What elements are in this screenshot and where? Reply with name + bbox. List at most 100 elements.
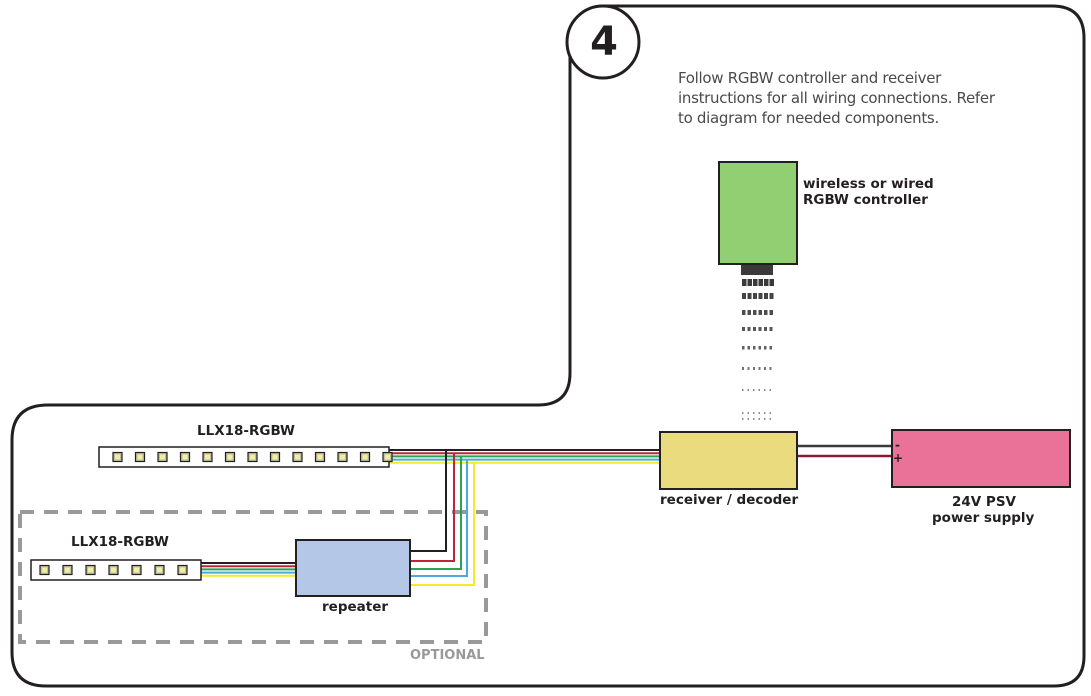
signal-dot [758,346,761,350]
signal-dot [758,279,763,286]
wire-bundle-repeater [410,450,475,586]
signal-dot [758,367,761,370]
signal-dot [769,310,773,315]
signal-dot [742,279,747,286]
repeater-label: repeater [322,599,389,615]
signal-dot [764,327,767,331]
repeater [295,539,411,597]
strip-main-label: LLX18-RGBW [197,423,295,439]
signal-dot [753,412,755,414]
led-chip-center [340,454,345,460]
led-chip-center [182,454,188,460]
wireless-signal-dots [741,265,774,420]
led-chip-center [160,454,165,460]
step-panel-outline [10,4,1086,688]
controller-label-line1: wireless or wired [803,176,934,192]
led-chip-center [385,454,390,460]
led-chip-center [137,454,143,460]
wire-repeater-yellow [410,462,475,586]
signal-dot [742,389,744,391]
signal-dot [747,367,750,370]
optional-label: OPTIONAL [410,648,485,663]
signal-dot [769,279,774,286]
power-supply [891,429,1071,488]
signal-dot [753,327,756,331]
signal-dot [747,412,749,414]
signal-dot [742,327,745,331]
wire-repeater-red [410,453,455,562]
instruction-line: instructions for all wiring connections.… [678,89,995,107]
signal-dot [764,367,766,370]
signal-dot [769,327,773,331]
signal-dot [769,412,771,414]
led-chip-center [317,454,323,460]
led-chip-center [134,567,139,573]
signal-dot [758,293,763,299]
psu-label-line2: power supply [932,510,1035,526]
step-number: 4 [590,19,618,65]
signal-dot [742,346,745,350]
wire-bundle-optional-strip [201,562,296,577]
wire-repeater-black [410,450,447,552]
signal-dot [769,367,772,370]
signal-dot [769,418,771,420]
receiver-decoder [659,431,798,490]
controller-connector [741,265,773,275]
signal-dot [758,310,762,315]
led-strip-main-leds [112,451,393,463]
signal-dot [742,412,744,414]
receiver-label: receiver / decoder [660,492,799,508]
signal-dot [747,279,752,286]
led-chip-center [115,454,120,460]
wire-repeater-green [410,456,462,570]
led-strip-optional-leds [39,564,188,576]
led-chip-center [272,454,278,460]
signal-dot [758,418,760,420]
signal-dot [753,293,757,299]
signal-dot [764,293,768,299]
step-number-circle [565,4,641,80]
optional-group-border [18,510,488,644]
led-chip-center [42,567,47,573]
signal-dot [747,389,749,391]
signal-dot [764,418,766,420]
signal-dot [753,418,755,420]
signal-dot [764,412,766,414]
signal-dot [753,346,756,350]
instruction-line: Follow RGBW controller and receiver [678,69,942,87]
signal-dot [742,310,746,315]
signal-dot [769,389,771,391]
signal-dot [769,346,772,350]
strip-optional-label: LLX18-RGBW [71,534,169,550]
signal-dot [747,310,751,315]
signal-dot [753,310,757,315]
signal-dot [747,418,749,420]
signal-dot [764,310,768,315]
signal-dot [742,367,744,370]
signal-dot [758,389,760,391]
psu-label-line1: 24V PSV [952,494,1016,510]
signal-dot [753,279,758,286]
led-chip-center [205,454,210,460]
psu-terminal-negative: - [895,438,900,452]
signal-dot [742,418,744,420]
signal-dot [758,412,760,414]
led-chip-center [227,454,233,460]
controller-label-line2: RGBW controller [803,192,928,208]
led-chip-center [250,454,255,460]
led-chip-center [295,454,300,460]
signal-dot [769,293,774,299]
led-chip-center [65,567,70,573]
wire-repeater-blue [410,459,468,577]
signal-dot [764,346,767,350]
led-chip-center [157,567,162,573]
led-chip-center [362,454,368,460]
wire-bundle-main [389,449,660,464]
psu-terminal-positive: + [893,451,903,465]
signal-dot [753,367,755,370]
instructions-text: Follow RGBW controller and receiver inst… [678,68,995,128]
signal-dot [747,327,751,331]
signal-dot [753,389,755,391]
led-chip-center [88,567,93,573]
